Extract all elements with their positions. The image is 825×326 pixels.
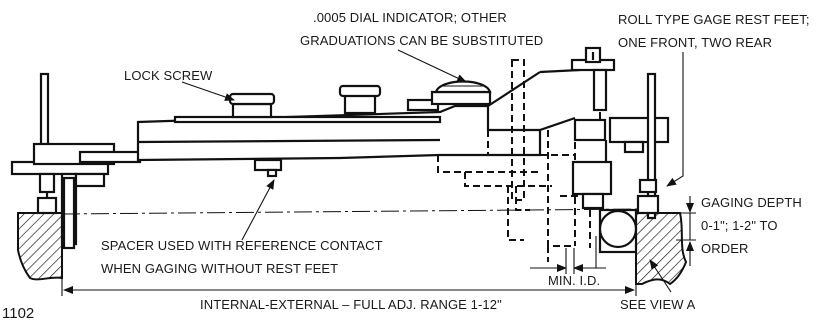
centerline (61, 208, 641, 215)
dial-indicator-label: .0005 DIAL INDICATOR; OTHER (313, 10, 507, 25)
left-fixture (10, 72, 142, 250)
spacer-label: WHEN GAGING WITHOUT REST FEET (101, 261, 338, 276)
see-view-label: SEE VIEW A (620, 297, 696, 312)
roll-feet-label: ROLL TYPE GAGE REST FEET; (618, 12, 810, 27)
right-fixture (570, 46, 670, 254)
lock-screw-label: LOCK SCREW (124, 68, 213, 83)
full-range-label: INTERNAL-EXTERNAL – FULL ADJ. RANGE 1-12… (200, 297, 502, 312)
workpiece-right (635, 212, 688, 286)
figure-number: 1102 (2, 305, 34, 322)
gaging-depth-label: 0-1"; 1-2" TO (701, 218, 778, 233)
roll-feet-label: ONE FRONT, TWO REAR (618, 35, 772, 50)
leader-lines (61, 49, 696, 296)
gaging-depth-label: ORDER (701, 241, 748, 256)
dial-indicator-label: GRADUATIONS CAN BE SUBSTITUTED (300, 33, 543, 48)
gaging-depth-label: GAGING DEPTH (701, 195, 802, 210)
min-id-label: MIN. I.D. (548, 273, 600, 288)
workpiece-left (17, 212, 63, 281)
spacer-label: SPACER USED WITH REFERENCE CONTACT (101, 238, 383, 253)
gage-body (136, 68, 581, 178)
